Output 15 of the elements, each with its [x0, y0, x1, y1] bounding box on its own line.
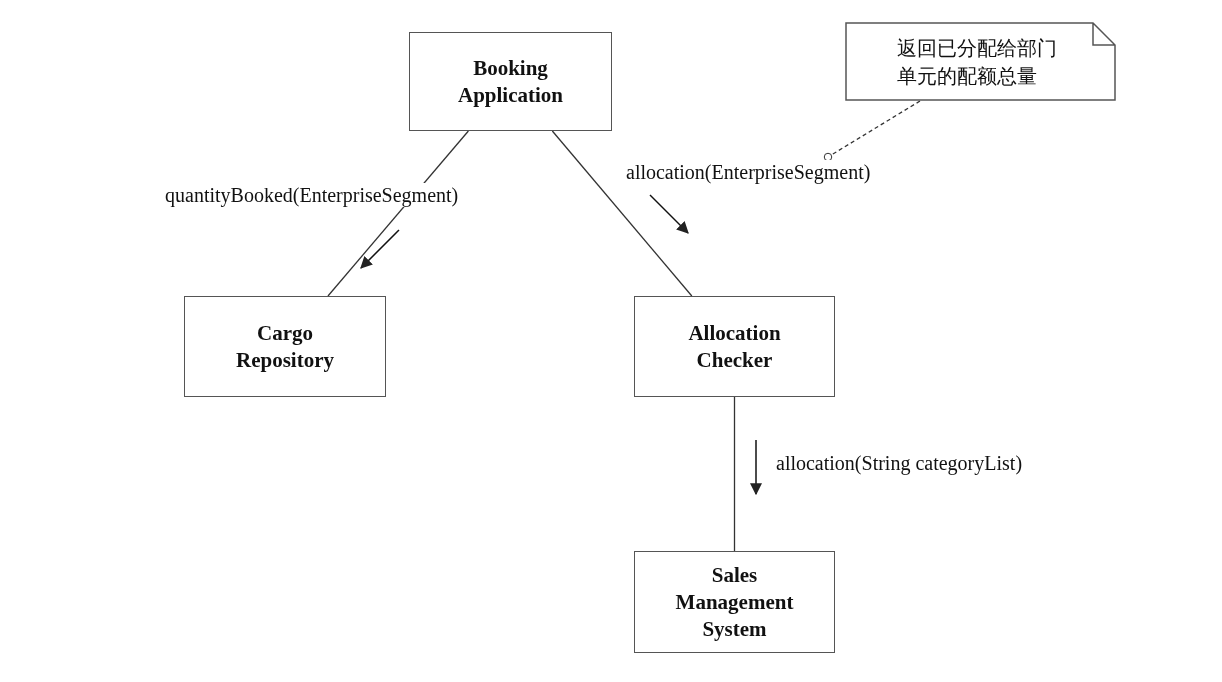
- message-label: allocation(EnterpriseSegment): [624, 160, 873, 184]
- object-box: [634, 296, 835, 397]
- object-name: Allocation Checker: [687, 319, 782, 374]
- leader-line: [823, 100, 921, 162]
- object-box: [634, 551, 835, 653]
- note: [845, 22, 1116, 101]
- note-text: 返回已分配给部门单元的配额总量: [896, 34, 1058, 90]
- object-box: [184, 296, 386, 397]
- object-name: Booking Application: [457, 54, 564, 109]
- message-label: quantityBooked(EnterpriseSegment): [163, 183, 461, 207]
- object-box: [409, 32, 612, 131]
- object-name: Cargo Repository: [235, 319, 335, 374]
- link-line: [733, 396, 736, 552]
- object-name: Sales Management System: [674, 561, 795, 643]
- link-line: [551, 130, 693, 297]
